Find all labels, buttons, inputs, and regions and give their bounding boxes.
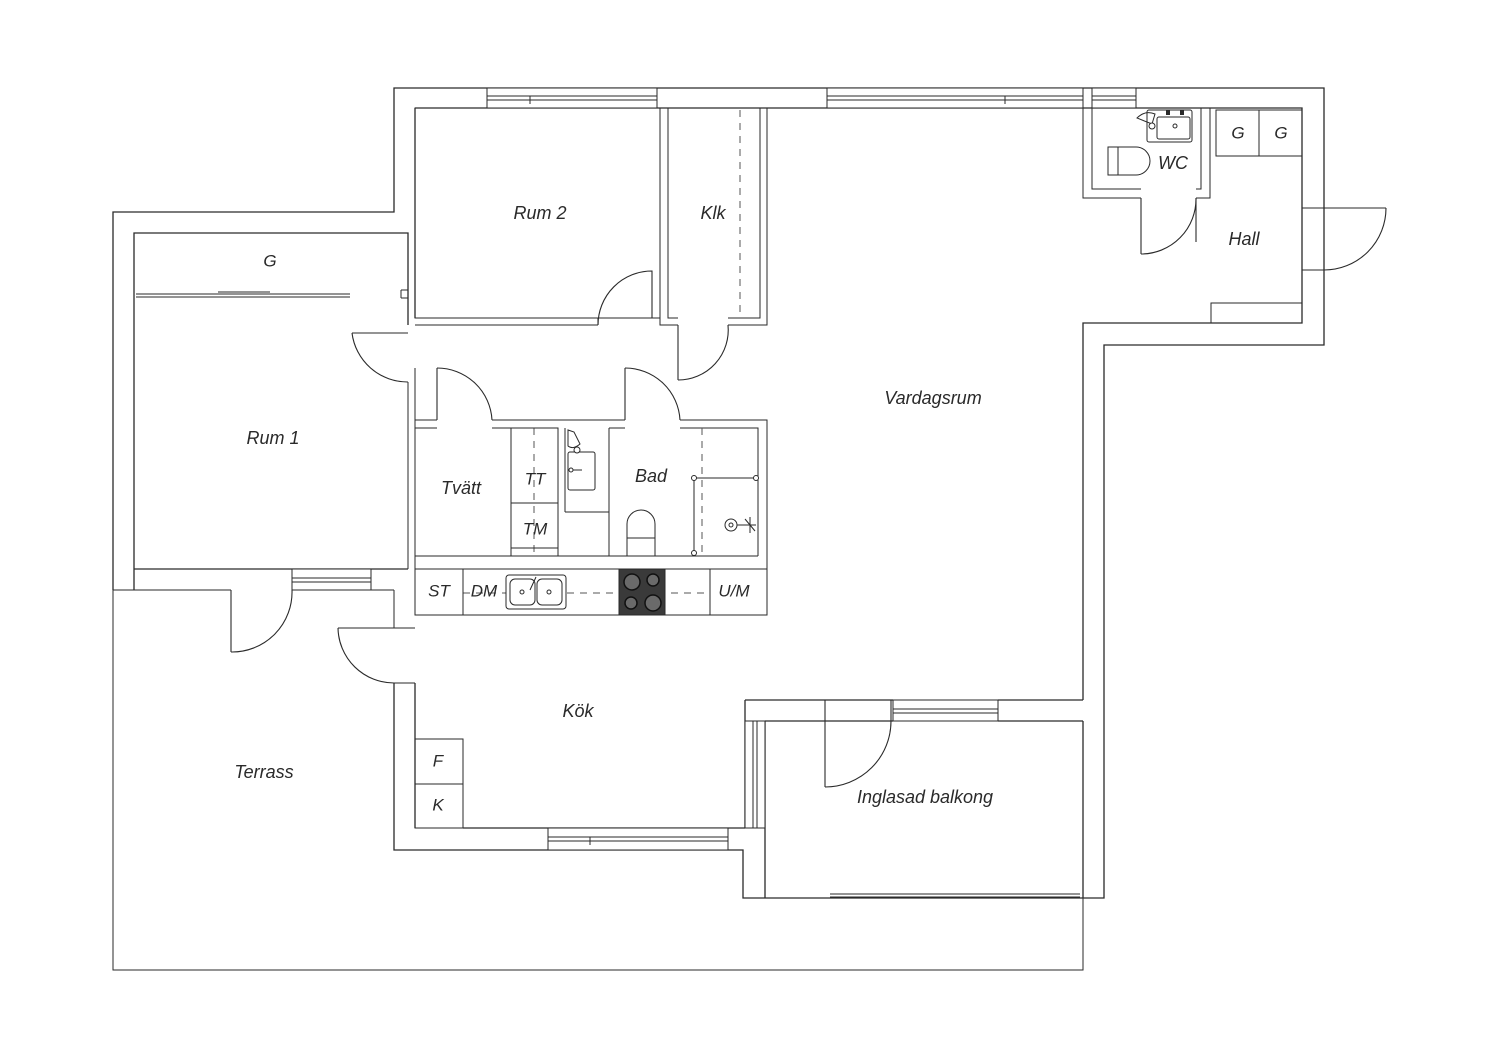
terrace-outline (112, 589, 1084, 971)
toilet-icon (626, 509, 656, 557)
door-entrance[interactable] (1323, 207, 1387, 271)
label-wardrobe-hall-2: G (1274, 123, 1287, 142)
window-kok (547, 827, 729, 851)
label-wc: WC (1158, 153, 1189, 173)
label-vardagsrum: Vardagsrum (884, 388, 981, 408)
laundry-machines (510, 427, 559, 557)
label-kok: Kök (562, 701, 594, 721)
window-wc (1091, 87, 1137, 109)
bathroom-fixtures (567, 429, 759, 557)
label-klk: Klk (700, 203, 726, 223)
window-rum1-wardrobe (136, 291, 350, 298)
label-bad: Bad (635, 466, 668, 486)
toilet-icon (1107, 146, 1151, 176)
fridge-freezer (414, 738, 464, 829)
label-wardrobe-rum1: G (263, 251, 276, 270)
washbasin-icon (567, 429, 596, 491)
door-kok-terrace[interactable] (337, 627, 395, 684)
label-tvatt: Tvätt (441, 478, 482, 498)
room-labels: Rum 1 Rum 2 Klk Vardagsrum WC Hall Tvätt… (234, 153, 1260, 807)
door-rum1-terrace[interactable] (230, 589, 293, 653)
door-wc[interactable] (1140, 197, 1197, 255)
kitchen-counter (462, 568, 711, 616)
label-freezer: F (433, 751, 445, 770)
label-hall: Hall (1228, 229, 1260, 249)
label-oven-microwave: U/M (718, 581, 750, 600)
label-balkong: Inglasad balkong (857, 787, 993, 807)
door-balkong[interactable] (824, 700, 892, 788)
window-balkong-side (744, 720, 766, 829)
label-st: ST (428, 581, 451, 600)
label-fridge: K (432, 795, 444, 814)
window-balkong-bottom (765, 893, 1083, 899)
door-rum1[interactable] (351, 332, 409, 383)
sink-icon (505, 574, 567, 610)
label-rum2: Rum 2 (513, 203, 566, 223)
door-klk[interactable] (677, 324, 729, 381)
closet-lines (463, 110, 741, 594)
wc-fixtures (1107, 109, 1193, 176)
label-rum1: Rum 1 (246, 428, 299, 448)
windows (136, 87, 1137, 899)
label-terrass: Terrass (234, 762, 293, 782)
label-dishwasher: DM (471, 581, 498, 600)
washbasin-icon (1136, 109, 1193, 143)
stove-icon (618, 568, 666, 616)
label-washing-machine: TM (523, 519, 548, 538)
shower-icon (691, 475, 759, 556)
door-tvatt[interactable] (436, 367, 493, 421)
fixture-labels: G G G TT TM ST DM U/M F K (263, 123, 1287, 814)
label-tumble-dryer: TT (525, 469, 547, 488)
door-rum2[interactable] (597, 270, 653, 326)
window-balkong-top (892, 699, 999, 722)
window-rum1 (291, 568, 372, 591)
door-bad[interactable] (624, 367, 681, 421)
window-rum2 (486, 87, 658, 109)
window-vardagsrum (826, 87, 1084, 109)
label-wardrobe-hall-1: G (1231, 123, 1244, 142)
doors (230, 197, 1387, 788)
